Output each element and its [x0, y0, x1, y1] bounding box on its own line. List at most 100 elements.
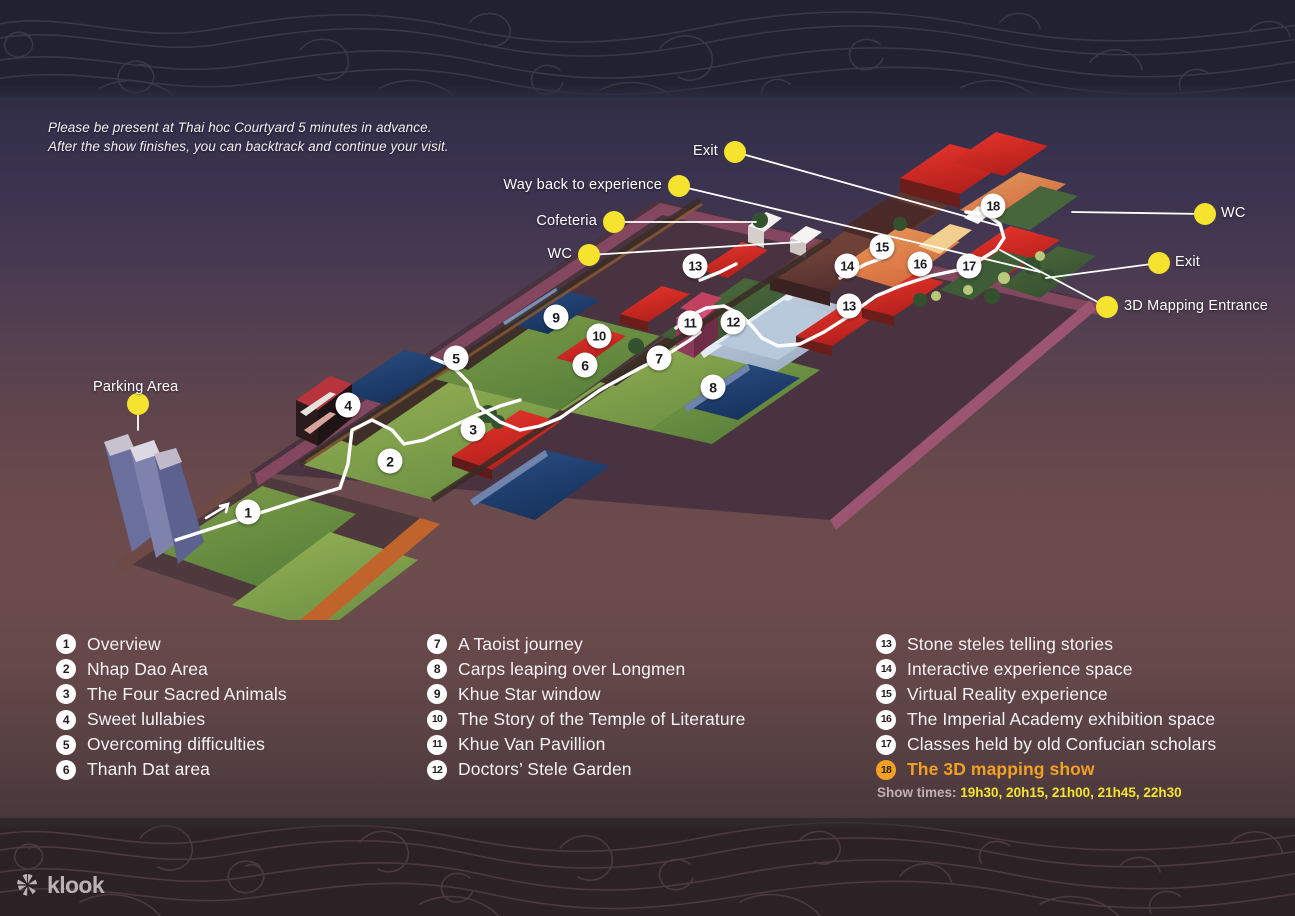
advisory-note: Please be present at Thai hoc Courtyard …	[48, 118, 449, 156]
legend-item-4[interactable]: 4 Sweet lullabies	[56, 707, 406, 732]
pin-parking-area[interactable]	[127, 393, 149, 415]
legend-label-12: Doctors’ Stele Garden	[458, 759, 632, 780]
legend-item-8[interactable]: 8 Carps leaping over Longmen	[427, 657, 857, 682]
legend-column-1: 1 Overview 2 Nhap Dao Area 3 The Four Sa…	[56, 632, 406, 783]
map-marker-18[interactable]: 18	[980, 193, 1006, 219]
cloud-band-fade-top	[0, 84, 1295, 98]
map-marker-8[interactable]: 8	[700, 374, 726, 400]
pin-wc-left[interactable]	[578, 244, 600, 266]
legend-item-17[interactable]: 17 Classes held by old Confucian scholar…	[876, 732, 1276, 757]
legend-item-5[interactable]: 5 Overcoming difficulties	[56, 732, 406, 757]
map-marker-3[interactable]: 3	[460, 416, 486, 442]
pin-label-way-back-to-experience: Way back to experience	[503, 177, 662, 193]
legend-label-7: A Taoist journey	[458, 633, 583, 654]
legend-label-18: The 3D mapping show	[907, 759, 1095, 780]
advisory-note-line-2: After the show finishes, you can backtra…	[48, 139, 449, 154]
legend-item-3[interactable]: 3 The Four Sacred Animals	[56, 682, 406, 707]
legend-badge-13: 13	[876, 634, 896, 655]
decorative-cloud-band-bottom	[0, 818, 1295, 916]
map-marker-16[interactable]: 16	[907, 251, 933, 277]
decorative-cloud-band-top	[0, 0, 1295, 98]
legend-badge-9: 9	[427, 684, 447, 705]
legend-badge-4: 4	[56, 709, 76, 730]
legend-badge-12: 12	[427, 759, 447, 780]
legend-badge-17: 17	[876, 734, 896, 755]
advisory-note-line-1: Please be present at Thai hoc Courtyard …	[48, 120, 432, 135]
legend-label-13: Stone steles telling stories	[907, 633, 1114, 654]
legend-badge-1: 1	[56, 634, 76, 655]
legend-badge-6: 6	[56, 759, 76, 780]
map-marker-17[interactable]: 17	[956, 253, 982, 279]
legend-item-1[interactable]: 1 Overview	[56, 632, 406, 657]
legend-item-7[interactable]: 7 A Taoist journey	[427, 632, 857, 657]
legend-label-16: The Imperial Academy exhibition space	[907, 708, 1216, 729]
map-marker-2[interactable]: 2	[377, 448, 403, 474]
legend-label-9: Khue Star window	[458, 683, 601, 704]
legend-item-18[interactable]: 18 The 3D mapping show	[876, 757, 1276, 782]
pin-exit-top[interactable]	[724, 141, 746, 163]
klook-clover-icon	[17, 874, 37, 896]
legend-label-8: Carps leaping over Longmen	[458, 658, 686, 679]
legend-label-2: Nhap Dao Area	[87, 658, 208, 679]
route-and-leader-lines	[137, 151, 1206, 542]
map-marker-13-upper[interactable]: 13	[682, 253, 708, 279]
map-annotation-overlay: Parking Area Exit Way back to experience…	[0, 100, 1295, 620]
map-marker-7[interactable]: 7	[646, 345, 672, 371]
legend-label-3: The Four Sacred Animals	[87, 683, 287, 704]
map-marker-13-lower[interactable]: 13	[836, 293, 862, 319]
map-marker-6[interactable]: 6	[572, 352, 598, 378]
legend-item-13[interactable]: 13 Stone steles telling stories	[876, 632, 1276, 657]
legend-column-3: 13 Stone steles telling stories 14 Inter…	[876, 632, 1276, 801]
pin-exit-right[interactable]	[1148, 252, 1170, 274]
showtimes-values: 19h30, 20h15, 21h00, 21h45, 22h30	[960, 785, 1182, 801]
pin-way-back-to-experience[interactable]	[668, 175, 690, 197]
klook-logo[interactable]: klook	[14, 871, 105, 898]
legend-label-1: Overview	[87, 633, 161, 654]
legend-badge-16: 16	[876, 709, 896, 730]
map-marker-9[interactable]: 9	[543, 304, 569, 330]
legend-item-11[interactable]: 11 Khue Van Pavillion	[427, 732, 857, 757]
cloud-band-fade-bottom	[0, 818, 1295, 832]
pin-label-wc-right: WC	[1221, 205, 1246, 221]
legend: 1 Overview 2 Nhap Dao Area 3 The Four Sa…	[0, 632, 1295, 817]
pin-3d-mapping-entrance[interactable]	[1096, 296, 1118, 318]
map-marker-12[interactable]: 12	[720, 309, 746, 335]
legend-badge-18: 18	[876, 759, 896, 780]
legend-badge-8: 8	[427, 659, 447, 680]
legend-label-15: Virtual Reality experience	[907, 683, 1108, 704]
map-marker-5[interactable]: 5	[443, 345, 469, 371]
map-marker-1[interactable]: 1	[235, 499, 261, 525]
legend-item-10[interactable]: 10 The Story of the Temple of Literature	[427, 707, 857, 732]
map-marker-14[interactable]: 14	[834, 253, 860, 279]
legend-badge-14: 14	[876, 659, 896, 680]
legend-badge-11: 11	[427, 734, 447, 755]
legend-item-14[interactable]: 14 Interactive experience space	[876, 657, 1276, 682]
legend-column-2: 7 A Taoist journey 8 Carps leaping over …	[427, 632, 857, 783]
legend-badge-5: 5	[56, 734, 76, 755]
pin-label-parking-area: Parking Area	[93, 379, 179, 395]
legend-item-12[interactable]: 12 Doctors’ Stele Garden	[427, 757, 857, 782]
legend-item-6[interactable]: 6 Thanh Dat area	[56, 757, 406, 782]
legend-item-2[interactable]: 2 Nhap Dao Area	[56, 657, 406, 682]
legend-label-17: Classes held by old Confucian scholars	[907, 733, 1217, 754]
map-marker-4[interactable]: 4	[335, 392, 361, 418]
legend-item-16[interactable]: 16 The Imperial Academy exhibition space	[876, 707, 1276, 732]
legend-item-9[interactable]: 9 Khue Star window	[427, 682, 857, 707]
showtimes: Show times: 19h30, 20h15, 21h00, 21h45, …	[877, 785, 1276, 801]
map-marker-10[interactable]: 10	[586, 323, 612, 349]
map-marker-15[interactable]: 15	[869, 234, 895, 260]
pin-label-3d-mapping-entrance: 3D Mapping Entrance	[1124, 298, 1269, 314]
legend-label-10: The Story of the Temple of Literature	[458, 708, 746, 729]
klook-wordmark: klook	[47, 871, 105, 898]
legend-badge-3: 3	[56, 684, 76, 705]
legend-badge-15: 15	[876, 684, 896, 705]
pin-wc-right[interactable]	[1194, 203, 1216, 225]
legend-badge-2: 2	[56, 659, 76, 680]
legend-item-15[interactable]: 15 Virtual Reality experience	[876, 682, 1276, 707]
map-marker-11[interactable]: 11	[677, 310, 703, 336]
legend-label-5: Overcoming difficulties	[87, 733, 266, 754]
pin-cofeteria[interactable]	[603, 211, 625, 233]
legend-label-4: Sweet lullabies	[87, 708, 206, 729]
pin-label-exit-top: Exit	[693, 143, 718, 159]
